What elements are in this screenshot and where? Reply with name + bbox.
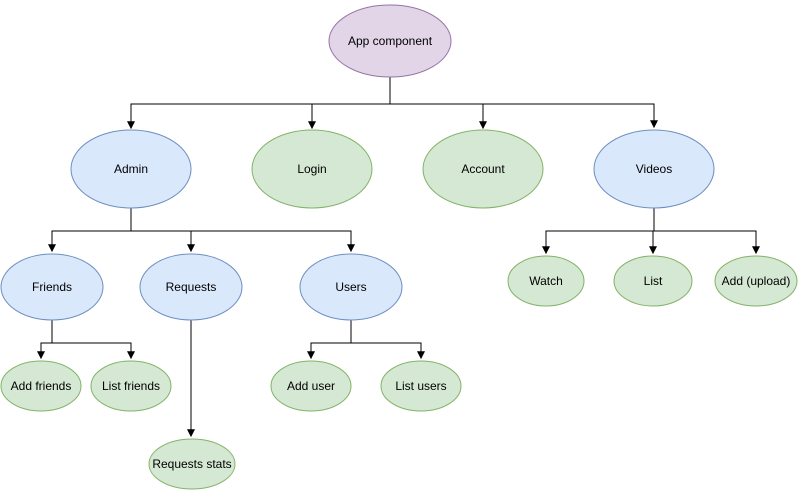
node-add-user-label: Add user: [287, 379, 335, 393]
node-login-label: Login: [297, 162, 326, 176]
node-requests-stats-shape: [148, 438, 236, 490]
node-list-friends-label: List friends: [102, 379, 160, 393]
node-requests-stats-label: Requests stats: [152, 457, 231, 471]
node-admin-label: Admin: [114, 162, 148, 176]
node-requests[interactable]: Requests: [139, 253, 243, 321]
node-list-users-label: List users: [395, 379, 446, 393]
node-watch-shape: [507, 255, 585, 307]
edge-admin-to-requests: [130, 208, 195, 253]
node-list-users[interactable]: List users: [380, 360, 462, 412]
node-app-component-shape: [328, 4, 452, 78]
node-app-component-label: App component: [348, 34, 433, 48]
node-users-shape: [299, 253, 403, 321]
node-add-upload-shape: [714, 255, 798, 307]
node-videos-shape: [593, 129, 715, 209]
node-friends-shape: [0, 253, 104, 321]
nodes: App component Admin Login Account Videos…: [0, 4, 798, 490]
edge-app-component-to-admin: [127, 77, 391, 130]
node-list-shape: [613, 255, 693, 307]
node-videos[interactable]: Videos: [593, 129, 715, 209]
edges: [37, 77, 760, 438]
node-users[interactable]: Users: [299, 253, 403, 321]
node-list[interactable]: List: [613, 255, 693, 307]
edge-friends-to-add-friends: [37, 320, 53, 360]
node-add-friends-shape: [0, 360, 82, 412]
node-add-friends[interactable]: Add friends: [0, 360, 82, 412]
node-admin[interactable]: Admin: [70, 129, 192, 209]
edge-admin-to-users: [130, 208, 355, 253]
node-add-upload[interactable]: Add (upload): [714, 255, 798, 307]
edge-videos-to-watch: [542, 208, 655, 255]
edge-app-component-to-login: [308, 77, 391, 130]
node-videos-label: Videos: [636, 162, 672, 176]
node-list-friends-shape: [90, 360, 172, 412]
node-add-user-shape: [270, 360, 352, 412]
edge-videos-to-add-upload: [653, 208, 760, 255]
node-add-upload-label: Add (upload): [722, 274, 791, 288]
edge-users-to-list-users: [350, 320, 425, 360]
node-list-users-shape: [380, 360, 462, 412]
edge-friends-to-list-friends: [51, 320, 135, 360]
node-list-label: List: [644, 274, 663, 288]
edge-app-component-to-account: [389, 77, 487, 130]
node-users-label: Users: [335, 280, 366, 294]
node-account[interactable]: Account: [422, 129, 544, 209]
node-watch[interactable]: Watch: [507, 255, 585, 307]
node-add-friends-label: Add friends: [11, 379, 72, 393]
node-login[interactable]: Login: [251, 129, 373, 209]
node-requests-shape: [139, 253, 243, 321]
node-login-shape: [251, 129, 373, 209]
node-requests-stats[interactable]: Requests stats: [148, 438, 236, 490]
edge-users-to-add-user: [307, 320, 352, 360]
node-list-friends[interactable]: List friends: [90, 360, 172, 412]
node-add-user[interactable]: Add user: [270, 360, 352, 412]
node-account-label: Account: [461, 162, 505, 176]
node-watch-label: Watch: [529, 274, 563, 288]
node-account-shape: [422, 129, 544, 209]
node-friends[interactable]: Friends: [0, 253, 104, 321]
node-admin-shape: [70, 129, 192, 209]
edge-admin-to-friends: [48, 208, 132, 253]
node-app-component[interactable]: App component: [328, 4, 452, 78]
node-requests-label: Requests: [166, 280, 217, 294]
edge-app-component-to-videos: [389, 77, 658, 129]
node-friends-label: Friends: [32, 280, 72, 294]
